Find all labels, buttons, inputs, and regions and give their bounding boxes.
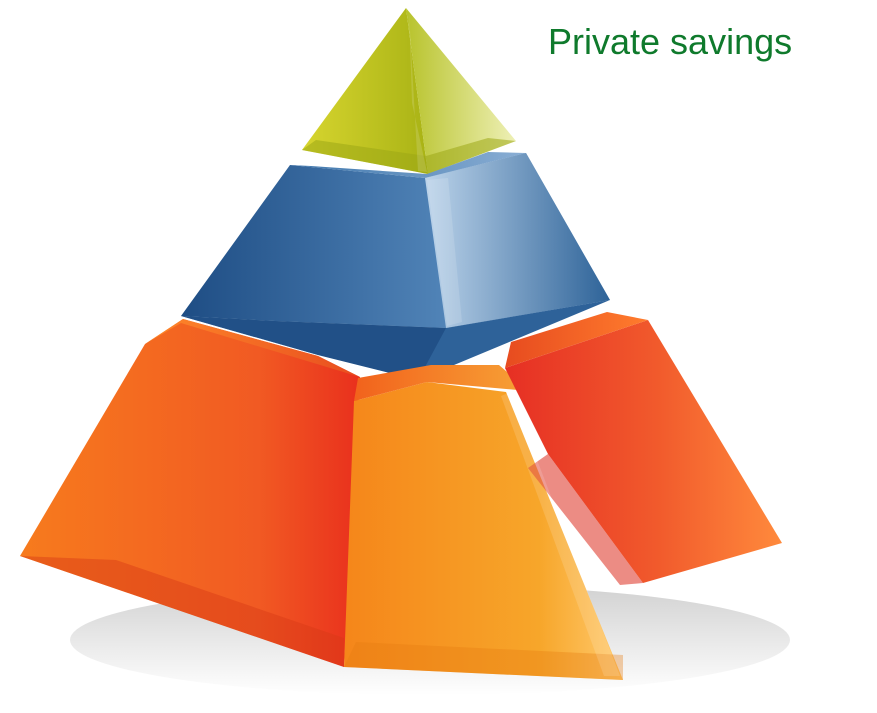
pyramid-top-tier: [302, 8, 516, 174]
pyramid-middle-tier: [181, 152, 610, 380]
surface-highlights: [409, 12, 620, 676]
private-savings-label: Private savings: [548, 21, 793, 62]
pyramid-base-right: [505, 312, 782, 585]
pyramid-base-center: [344, 365, 623, 680]
pyramid-base-left: [20, 319, 360, 667]
